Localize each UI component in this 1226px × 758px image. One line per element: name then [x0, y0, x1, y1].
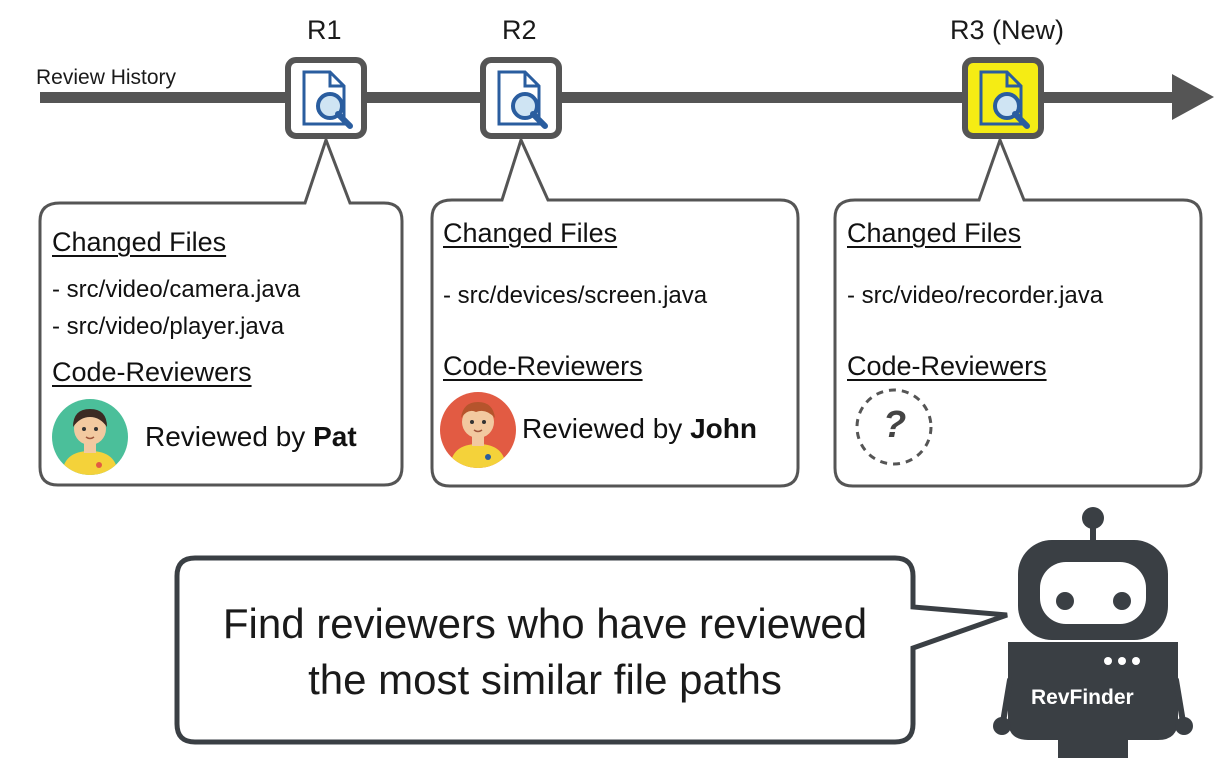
reviewer-name-john: John: [690, 413, 757, 444]
file-item: - src/video/camera.java: [52, 276, 301, 303]
robot-icon: [993, 507, 1193, 758]
bubble-line-1: Find reviewers who have reviewed: [222, 600, 868, 647]
document-search-icon: [979, 70, 1030, 129]
speech-bubble: [174, 555, 1008, 745]
robot-name: RevFinder: [1031, 686, 1134, 709]
bubble-line-2: the most similar file paths: [308, 656, 782, 703]
code-reviewers-title-r3: Code-Reviewers: [847, 351, 1047, 381]
review-label-r3: R3 (New): [950, 15, 1065, 45]
review-label-r2: R2: [502, 15, 537, 45]
review-icon-r3[interactable]: [962, 57, 1044, 139]
avatar-john: [440, 392, 516, 468]
code-reviewers-title-r2: Code-Reviewers: [443, 351, 643, 381]
unknown-reviewer-circle: [855, 388, 933, 466]
reviewed-by-r2: Reviewed by John: [522, 413, 757, 444]
avatar-pat: [52, 399, 128, 475]
unknown-reviewer-mark: ?: [883, 404, 907, 446]
code-reviewers-title-r1: Code-Reviewers: [52, 357, 252, 387]
file-item: - src/video/recorder.java: [847, 282, 1104, 309]
review-icon-r1[interactable]: [285, 57, 367, 139]
callout-box-r1: [38, 135, 404, 487]
changed-files-title-r3: Changed Files: [847, 218, 1022, 248]
file-item: - src/devices/screen.java: [443, 282, 708, 309]
bubble-text: Find reviewers who have reviewed the mos…: [177, 596, 913, 708]
review-icon-r2[interactable]: [480, 57, 562, 139]
review-label-r1: R1: [307, 15, 342, 45]
document-search-icon: [497, 70, 548, 129]
reviewer-name-pat: Pat: [313, 421, 357, 452]
reviewed-by-r1: Reviewed by Pat: [145, 421, 357, 452]
callout-box-r2: [430, 135, 800, 488]
document-search-icon: [302, 70, 353, 129]
timeline-arrow: [40, 74, 1214, 120]
changed-files-title-r2: Changed Files: [443, 218, 618, 248]
file-item: - src/video/player.java: [52, 313, 285, 340]
callout-box-r3: [833, 135, 1203, 488]
timeline-label: Review History: [36, 66, 177, 89]
changed-files-title-r1: Changed Files: [52, 227, 227, 257]
